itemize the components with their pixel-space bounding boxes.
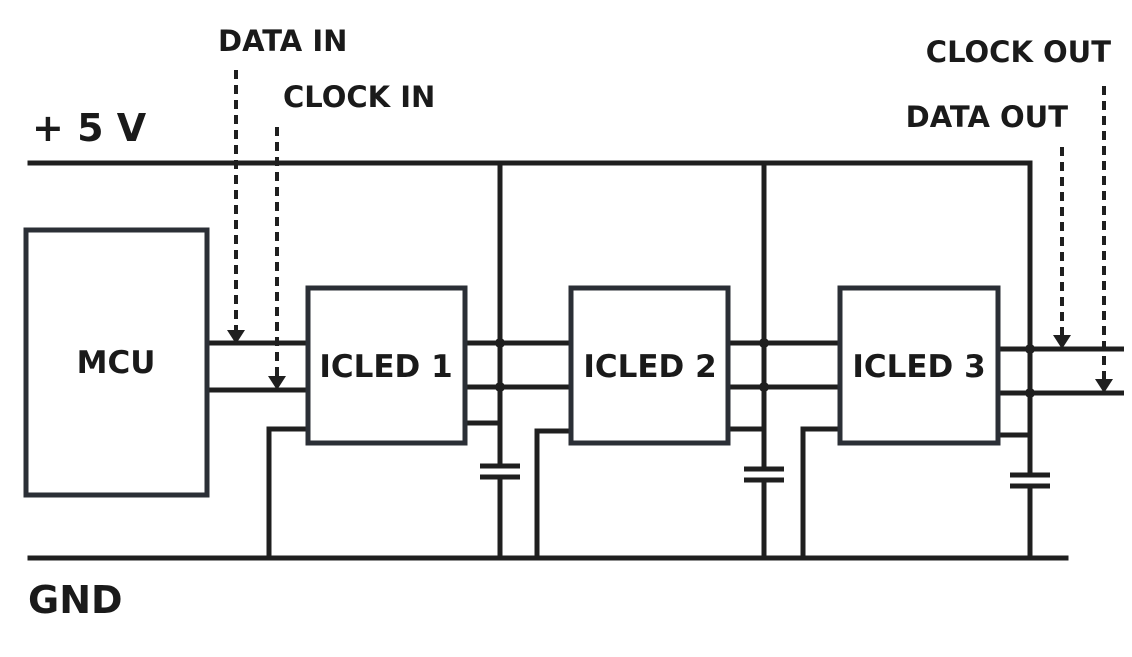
junction-dot (759, 382, 769, 392)
data-out-arrow (1053, 147, 1071, 349)
icled3-label: ICLED 3 (852, 349, 985, 385)
junction-dot (1025, 388, 1035, 398)
data-out-label: DATA OUT (906, 100, 1069, 134)
clock-out-label: CLOCK OUT (926, 35, 1111, 69)
data-in-arrow (227, 70, 245, 344)
junction-dot (759, 338, 769, 348)
mcu-label: MCU (77, 345, 156, 381)
capacitor-2 (744, 466, 784, 483)
icled1-label: ICLED 1 (319, 349, 452, 385)
data-in-label: DATA IN (218, 24, 347, 58)
clock-in-label: CLOCK IN (283, 80, 435, 114)
icled3-gnd-line (800, 426, 840, 558)
capacitor-1 (480, 463, 520, 480)
clock-out-arrow (1095, 86, 1113, 393)
icled1-gnd-line (266, 426, 308, 558)
icled2-label: ICLED 2 (583, 349, 716, 385)
icled3-block (837, 285, 1001, 446)
icled2-gnd-line (534, 428, 571, 558)
icled2-block (568, 285, 731, 446)
capacitor-3 (1010, 472, 1050, 489)
ground-rail-label: GND (28, 578, 123, 622)
junction-dot (1025, 344, 1035, 354)
junction-dot (495, 338, 505, 348)
mcu-block (23, 227, 210, 498)
icled1-block (305, 285, 468, 446)
junction-dot (495, 382, 505, 392)
clock-in-arrow (268, 127, 286, 390)
power-rail-label: + 5 V (32, 106, 147, 150)
